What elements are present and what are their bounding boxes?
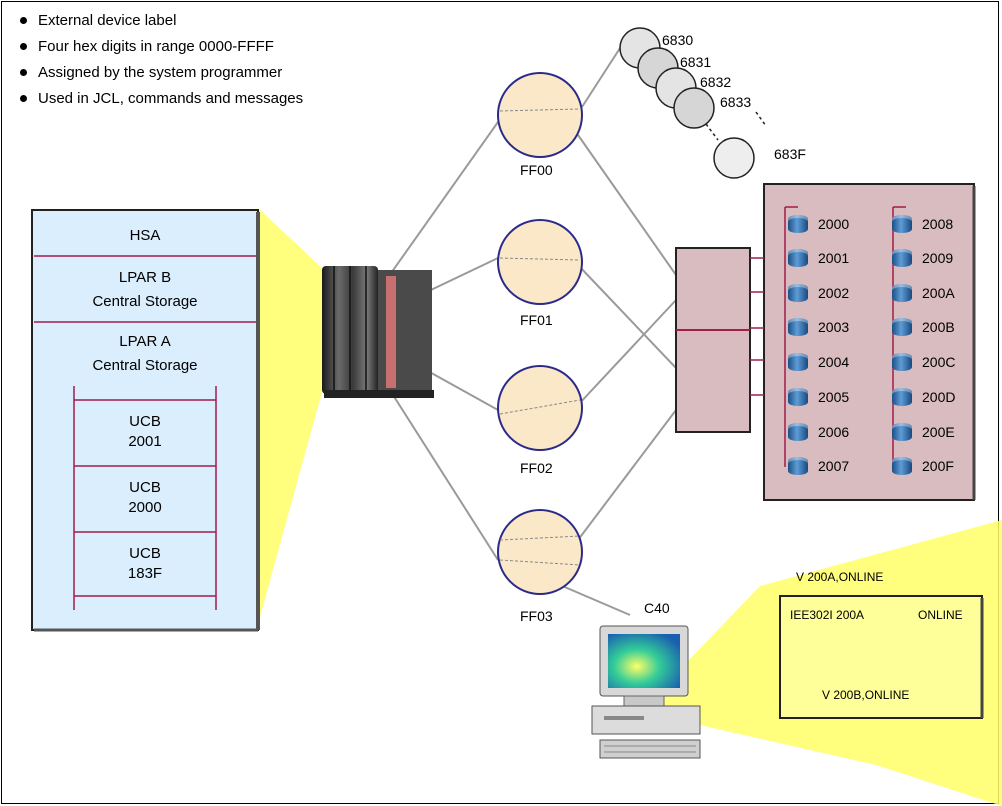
storage-box bbox=[31, 209, 259, 631]
ucb-entry: UCB 2000 bbox=[74, 478, 216, 518]
channel-ff03 bbox=[497, 509, 583, 595]
tape-drives bbox=[619, 27, 767, 179]
channel-label-ff02: FF02 bbox=[520, 460, 553, 476]
feature-bullets: External device label Four hex digits in… bbox=[20, 8, 303, 112]
bullet-item: Assigned by the system programmer bbox=[20, 60, 303, 86]
lpar-a-label: LPAR A Central Storage bbox=[34, 332, 256, 376]
ucb-title: UCB bbox=[129, 413, 161, 430]
ucb-number: 183F bbox=[127, 565, 163, 582]
tape-label: 6831 bbox=[680, 54, 712, 70]
dasd-volume: 2005 bbox=[788, 387, 849, 407]
channel-ff02 bbox=[497, 365, 583, 451]
dasd-volume: 2009 bbox=[892, 248, 953, 268]
processor-icon bbox=[322, 266, 434, 398]
dasd-volume: 200D bbox=[892, 387, 955, 407]
dasd-volume: 200B bbox=[892, 317, 955, 337]
dasd-volume: 200E bbox=[892, 422, 955, 442]
console-command: V 200A,ONLINE bbox=[796, 570, 884, 584]
dasd-volume: 2004 bbox=[788, 352, 849, 372]
storage-dividers bbox=[34, 255, 256, 610]
channel-label-ff00: FF00 bbox=[520, 162, 553, 178]
console-command: V 200B,ONLINE bbox=[822, 688, 910, 702]
dasd-volume: 2002 bbox=[788, 283, 849, 303]
tape-label: 6830 bbox=[662, 32, 694, 48]
channel-ff00 bbox=[497, 72, 583, 158]
ucb-entry: UCB 2001 bbox=[74, 412, 216, 452]
control-unit bbox=[675, 247, 751, 433]
connection-lines bbox=[371, 44, 677, 616]
dasd-box bbox=[763, 183, 975, 501]
console-screen bbox=[779, 595, 983, 719]
dasd-volume: 200C bbox=[892, 352, 955, 372]
ucb-entry: UCB 183F bbox=[74, 544, 216, 584]
storage-beam bbox=[258, 208, 322, 624]
channel-ff01 bbox=[497, 219, 583, 305]
lpar-b-name: LPAR B bbox=[118, 269, 172, 286]
lpar-b-label: LPAR B Central Storage bbox=[34, 268, 256, 312]
dasd-volume: 2008 bbox=[892, 214, 953, 234]
lpar-a-storage: Central Storage bbox=[92, 357, 198, 374]
channel-label-ff03: FF03 bbox=[520, 608, 553, 624]
bullet-item: External device label bbox=[20, 8, 303, 34]
ucb-title: UCB bbox=[129, 545, 161, 562]
dasd-volume: 200F bbox=[892, 456, 954, 476]
dasd-volume: 2000 bbox=[788, 214, 849, 234]
console-label: C40 bbox=[644, 600, 670, 616]
ucb-number: 2001 bbox=[128, 433, 162, 450]
console-message: IEE302I 200A bbox=[790, 608, 865, 622]
ucb-number: 2000 bbox=[128, 499, 162, 516]
bullet-item: Used in JCL, commands and messages bbox=[20, 86, 303, 112]
dasd-volume: 2007 bbox=[788, 456, 849, 476]
ucb-title: UCB bbox=[129, 479, 161, 496]
dasd-volume: 2003 bbox=[788, 317, 849, 337]
lpar-b-storage: Central Storage bbox=[92, 293, 198, 310]
workstation-icon bbox=[591, 625, 701, 759]
bullet-item: Four hex digits in range 0000-FFFF bbox=[20, 34, 303, 60]
dasd-volume: 200A bbox=[892, 283, 955, 303]
hsa-label: HSA bbox=[129, 227, 161, 244]
tape-label: 6832 bbox=[700, 74, 732, 90]
tape-label: 6833 bbox=[720, 94, 752, 110]
channel-label-ff01: FF01 bbox=[520, 312, 553, 328]
dasd-volume: 2006 bbox=[788, 422, 849, 442]
dasd-volume: 2001 bbox=[788, 248, 849, 268]
console-message-status: ONLINE bbox=[918, 608, 963, 622]
tape-label: 683F bbox=[774, 146, 806, 162]
lpar-a-name: LPAR A bbox=[119, 333, 171, 350]
